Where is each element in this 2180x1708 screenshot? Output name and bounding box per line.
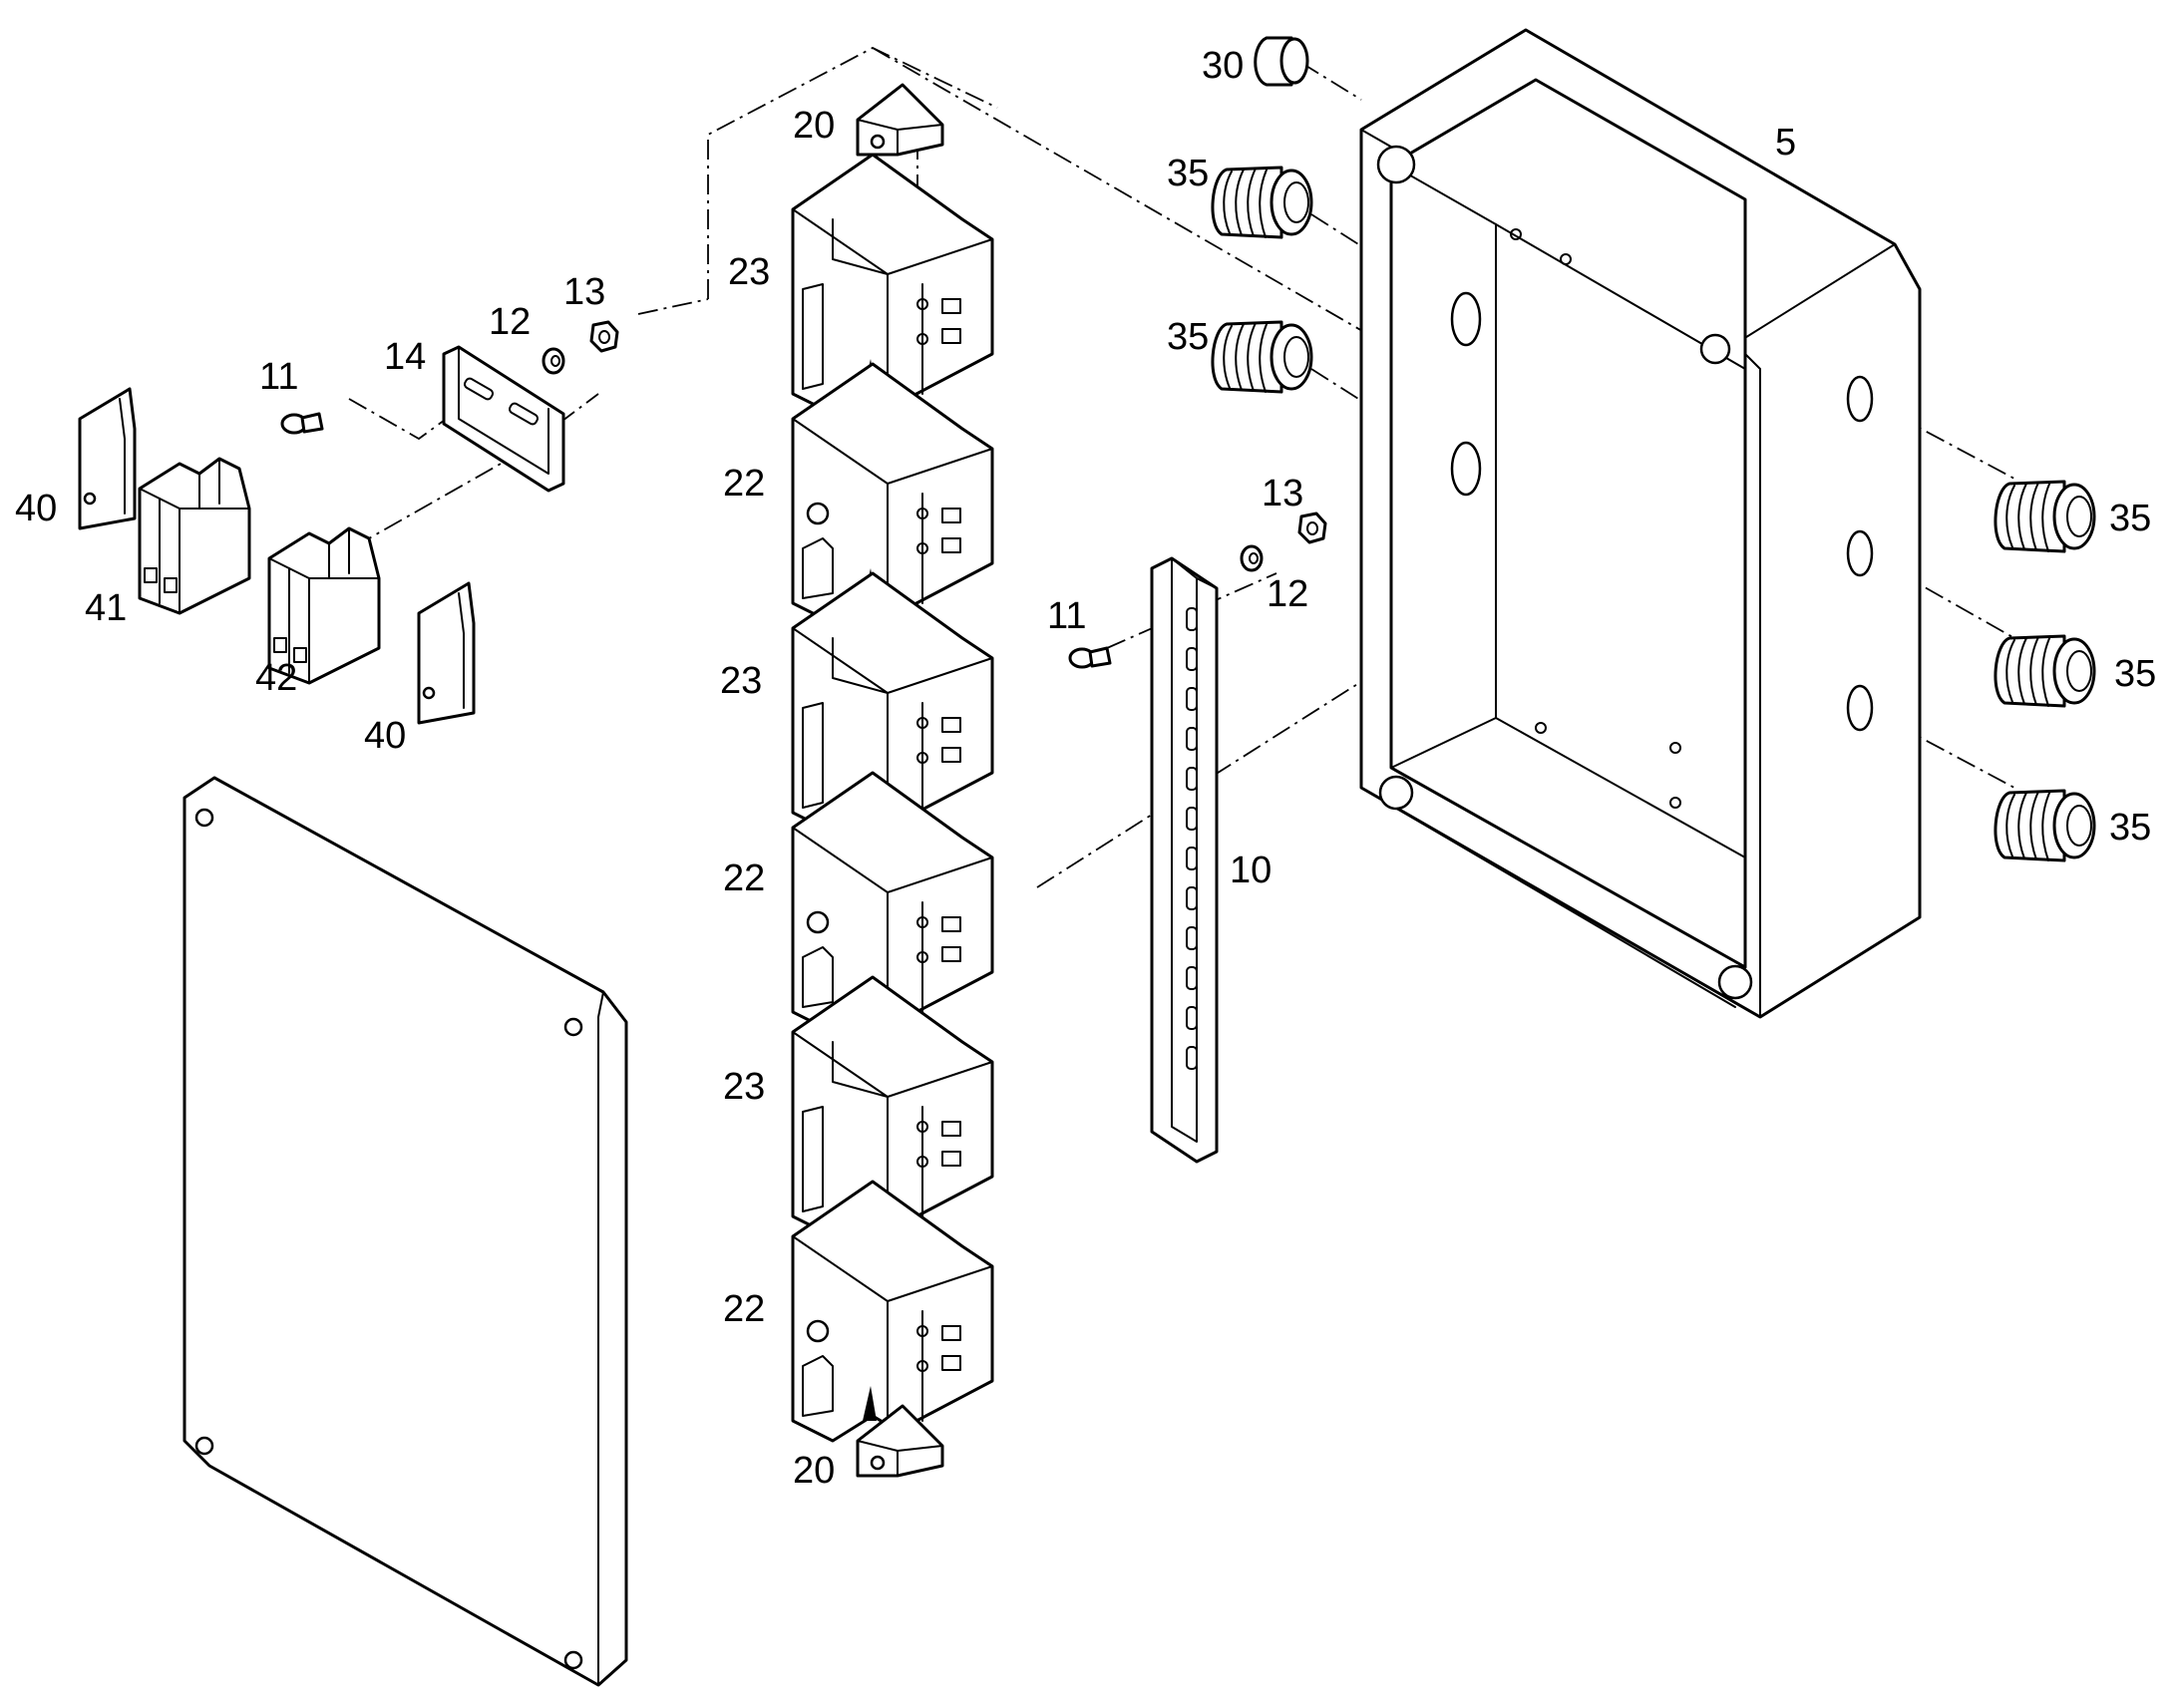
nut-13-left	[589, 320, 619, 353]
callout-35-c: 35	[2109, 498, 2151, 539]
callout-35-e: 35	[2109, 807, 2151, 849]
enclosure-body	[1359, 28, 1922, 1019]
callout-35-d: 35	[2114, 653, 2156, 695]
callout-35-a: 35	[1167, 153, 1209, 194]
callout-35-b: 35	[1167, 316, 1209, 358]
callout-30: 30	[1202, 45, 1244, 87]
callout-12-b: 12	[1267, 573, 1308, 615]
callout-10: 10	[1230, 850, 1272, 891]
callout-22-a: 22	[723, 463, 765, 505]
cable-gland-right-1	[1994, 480, 2096, 553]
callout-20-bottom: 20	[793, 1450, 835, 1492]
callout-23-c: 23	[723, 1066, 765, 1108]
breaker-22-upper	[791, 362, 994, 625]
breaker-22-bottom	[791, 1180, 994, 1443]
callout-14: 14	[384, 336, 426, 378]
terminal-block-41	[138, 457, 251, 615]
callout-13-a: 13	[563, 271, 605, 313]
callout-20-top: 20	[793, 105, 835, 147]
callout-12-a: 12	[489, 301, 531, 343]
callout-22-c: 22	[723, 1288, 765, 1330]
cable-gland-right-3	[1994, 789, 2096, 862]
cable-gland-right-2	[1994, 634, 2096, 708]
callout-11-b: 11	[1047, 595, 1086, 637]
callout-22-b: 22	[723, 857, 765, 899]
cable-gland-left-lower	[1211, 320, 1313, 394]
washer-12-left	[542, 347, 565, 375]
callout-5: 5	[1775, 122, 1796, 164]
callout-40-a: 40	[15, 488, 57, 529]
callout-13-b: 13	[1262, 473, 1303, 514]
screw-11-left	[280, 412, 324, 435]
breaker-23-top	[791, 153, 994, 416]
blanking-plug	[1254, 36, 1309, 87]
nut-13-right	[1297, 512, 1327, 544]
din-rail-slots	[1186, 607, 1198, 1070]
callout-23-b: 23	[720, 660, 762, 702]
end-cover-left	[78, 387, 137, 530]
callout-42: 42	[255, 657, 297, 699]
callout-labels: 30 5 20 35 35 23 13 12 14 11 22 40 41 13…	[15, 45, 2156, 1492]
screw-11-right	[1068, 646, 1112, 669]
callout-23-a: 23	[728, 251, 770, 293]
callout-11-a: 11	[259, 356, 298, 398]
short-din-rail	[442, 345, 565, 493]
washer-12-right	[1240, 544, 1264, 572]
end-cover-right	[417, 581, 476, 725]
callout-41: 41	[85, 587, 127, 629]
din-rail	[1150, 556, 1219, 1164]
cable-gland-left-upper	[1211, 166, 1313, 239]
end-clamp-top	[856, 83, 944, 157]
callout-40-b: 40	[364, 715, 406, 757]
enclosure-cover	[182, 776, 628, 1687]
